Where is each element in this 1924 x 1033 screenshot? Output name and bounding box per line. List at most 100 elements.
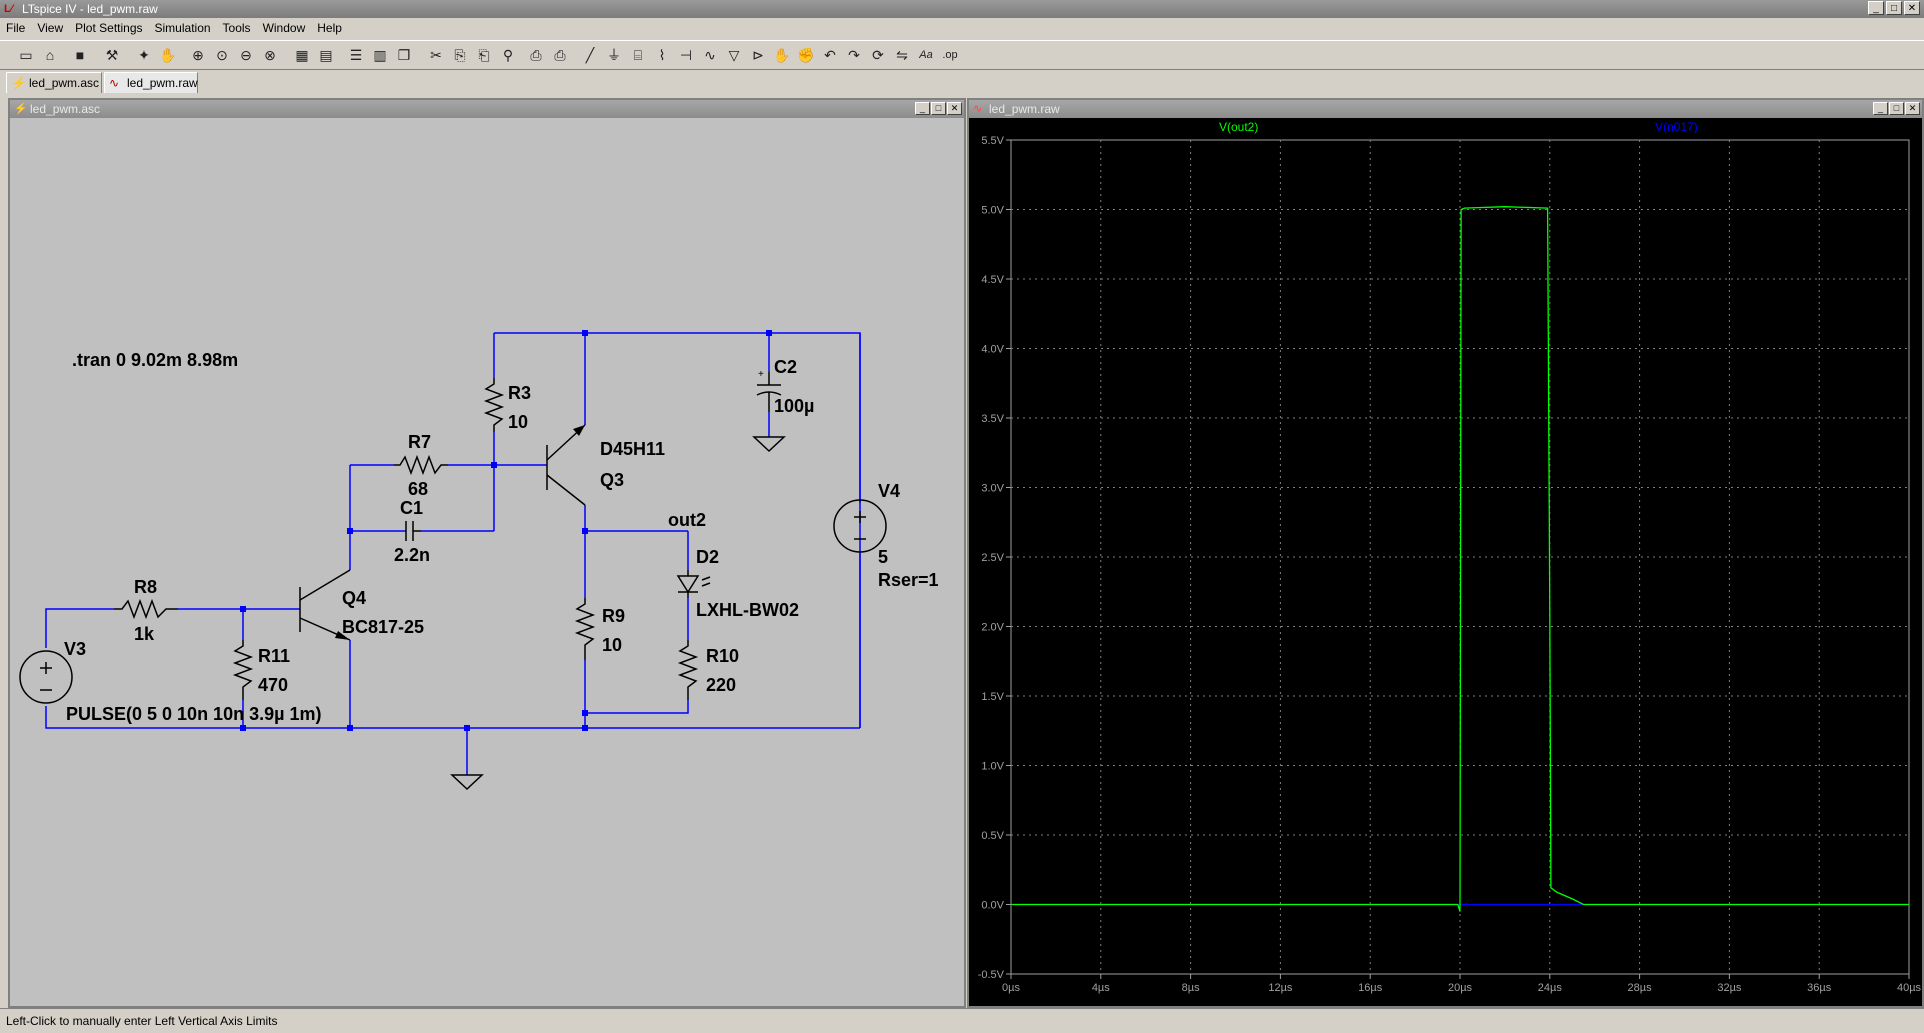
print-setup-icon[interactable]: ⎙ <box>530 47 542 63</box>
menu-window[interactable]: Window <box>262 21 306 35</box>
net-label-out2: out2 <box>668 510 706 530</box>
schematic-pane-header: ⚡ led_pwm.asc _ □ ✕ <box>10 100 964 118</box>
print-icon[interactable]: ⎙ <box>554 47 566 63</box>
menu-tools[interactable]: Tools <box>222 21 251 35</box>
resistor-r9-symbol <box>574 598 596 660</box>
pane-maximize-button[interactable]: □ <box>931 102 946 115</box>
maximize-button[interactable]: □ <box>1886 1 1902 15</box>
tile-horizontal-icon[interactable]: ☰ <box>349 47 363 63</box>
zoom-fit-icon[interactable]: ⊗ <box>264 47 276 63</box>
resistor-r11-symbol <box>232 640 254 700</box>
autorange-icon[interactable]: ▦ <box>295 47 309 63</box>
zoom-cancel-icon[interactable]: ▤ <box>319 47 333 63</box>
trace-label-vn017[interactable]: V(n017) <box>1655 120 1698 134</box>
capacitor-icon[interactable]: ⊣ <box>679 47 693 63</box>
schematic-canvas[interactable]: + .tran 0 9.02m 8.98m R3 10 C2 100µ D45H… <box>10 118 964 1006</box>
mirror-icon[interactable]: ⇋ <box>896 47 908 63</box>
resistor-r3-symbol <box>483 378 505 432</box>
waveform-icon: ∿ <box>109 76 120 90</box>
paste-icon[interactable]: ⎗ <box>478 47 490 63</box>
cut-icon[interactable]: ✂ <box>430 47 442 63</box>
component-icon[interactable]: ⊳ <box>752 47 764 63</box>
ground-icon[interactable]: ⏚ <box>607 47 621 63</box>
document-tabs: ⚡ led_pwm.asc ∿ led_pwm.raw <box>0 70 1924 94</box>
menu-plot-settings[interactable]: Plot Settings <box>75 21 143 35</box>
tab-schematic[interactable]: ⚡ led_pwm.asc <box>6 72 102 93</box>
tab-label: led_pwm.asc <box>29 76 100 90</box>
x-tick-label: 28µs <box>1628 982 1653 994</box>
label-icon[interactable]: ⌸ <box>633 47 643 63</box>
pane-close-button[interactable]: ✕ <box>947 102 962 115</box>
transistor-q3-arrow <box>573 425 585 436</box>
trace-label-vout2[interactable]: V(out2) <box>1219 120 1258 134</box>
copy-icon[interactable]: ⎘ <box>454 47 466 63</box>
tile-vertical-icon[interactable]: ▥ <box>373 47 387 63</box>
y-tick-label: 2.0V <box>981 622 1004 634</box>
run-icon[interactable]: ✦ <box>138 47 150 63</box>
zoom-out-icon[interactable]: ⊖ <box>240 47 252 63</box>
control-panel-icon[interactable]: ⚒ <box>105 47 119 63</box>
r11-name: R11 <box>258 646 290 666</box>
q4-value: BC817-25 <box>342 617 424 637</box>
redo-icon[interactable]: ↷ <box>848 47 860 63</box>
wires <box>45 332 861 775</box>
tab-waveform[interactable]: ∿ led_pwm.raw <box>104 72 198 93</box>
open-icon[interactable]: ⌂ <box>45 47 55 63</box>
r8-value: 1k <box>134 624 155 644</box>
spice-directive-text[interactable]: .tran 0 9.02m 8.98m <box>72 350 238 370</box>
resistor-r7-symbol <box>394 454 448 476</box>
window-title: LTspice IV - led_pwm.raw <box>22 2 158 16</box>
move-icon[interactable]: ✋ <box>773 47 791 63</box>
v3-name: V3 <box>64 639 86 659</box>
rotate-icon[interactable]: ⟳ <box>872 47 884 63</box>
save-icon[interactable]: ■ <box>75 47 85 63</box>
close-button[interactable]: ✕ <box>1904 1 1920 15</box>
status-bar: Left-Click to manually enter Left Vertic… <box>0 1008 1924 1033</box>
capacitor-c2-polarity: + <box>758 369 764 380</box>
diode-icon[interactable]: ▽ <box>728 47 740 63</box>
title-bar: L⁄ LTspice IV - led_pwm.raw _ □ ✕ <box>0 0 1924 18</box>
menu-view[interactable]: View <box>37 21 64 35</box>
x-tick-label: 4µs <box>1092 982 1110 994</box>
new-schematic-icon[interactable]: ▭ <box>19 47 33 63</box>
voltage-source-v4-symbol <box>833 499 887 553</box>
pane-close-button[interactable]: ✕ <box>1905 102 1920 115</box>
pane-minimize-button[interactable]: _ <box>1873 102 1888 115</box>
r11-value: 470 <box>258 675 288 695</box>
y-tick-label: 3.5V <box>981 413 1004 425</box>
draw-wire-icon[interactable]: ╱ <box>585 47 595 63</box>
transistor-q4-arrow <box>335 631 350 640</box>
text-icon[interactable]: Aa <box>919 49 933 61</box>
zoom-in-icon[interactable]: ⊕ <box>192 47 204 63</box>
menu-file[interactable]: File <box>6 21 26 35</box>
find-icon[interactable]: ⚲ <box>502 47 514 63</box>
resistor-icon[interactable]: ⌇ <box>658 47 666 63</box>
schematic-icon: ⚡ <box>14 103 28 115</box>
drag-icon[interactable]: ✊ <box>797 47 815 63</box>
spice-directive-icon[interactable]: .op <box>942 49 958 61</box>
halt-icon[interactable]: ✋ <box>159 47 177 63</box>
y-axis[interactable]: 5.5V5.0V4.5V4.0V3.5V3.0V2.5V2.0V1.5V1.0V… <box>978 135 1011 981</box>
cascade-icon[interactable]: ❐ <box>397 47 411 63</box>
schematic-icon: ⚡ <box>11 76 26 90</box>
undo-icon[interactable]: ↶ <box>824 47 836 63</box>
x-tick-label: 40µs <box>1897 982 1922 994</box>
y-tick-label: 4.5V <box>981 274 1004 286</box>
menu-help[interactable]: Help <box>317 21 342 35</box>
y-tick-label: -0.5V <box>978 969 1005 981</box>
x-tick-label: 8µs <box>1182 982 1200 994</box>
inductor-icon[interactable]: ∿ <box>704 47 716 63</box>
schematic-pane: ⚡ led_pwm.asc _ □ ✕ <box>8 98 966 1008</box>
y-tick-label: 4.0V <box>981 344 1004 356</box>
y-tick-label: 1.0V <box>981 761 1004 773</box>
d2-name: D2 <box>696 547 719 567</box>
pan-icon[interactable]: ⊙ <box>216 47 228 63</box>
waveform-plot[interactable]: 5.5V5.0V4.5V4.0V3.5V3.0V2.5V2.0V1.5V1.0V… <box>969 118 1922 1006</box>
r3-name: R3 <box>508 383 531 403</box>
minimize-button[interactable]: _ <box>1868 1 1884 15</box>
y-tick-label: 2.5V <box>981 552 1004 564</box>
menu-simulation[interactable]: Simulation <box>154 21 211 35</box>
pane-minimize-button[interactable]: _ <box>915 102 930 115</box>
pane-maximize-button[interactable]: □ <box>1889 102 1904 115</box>
